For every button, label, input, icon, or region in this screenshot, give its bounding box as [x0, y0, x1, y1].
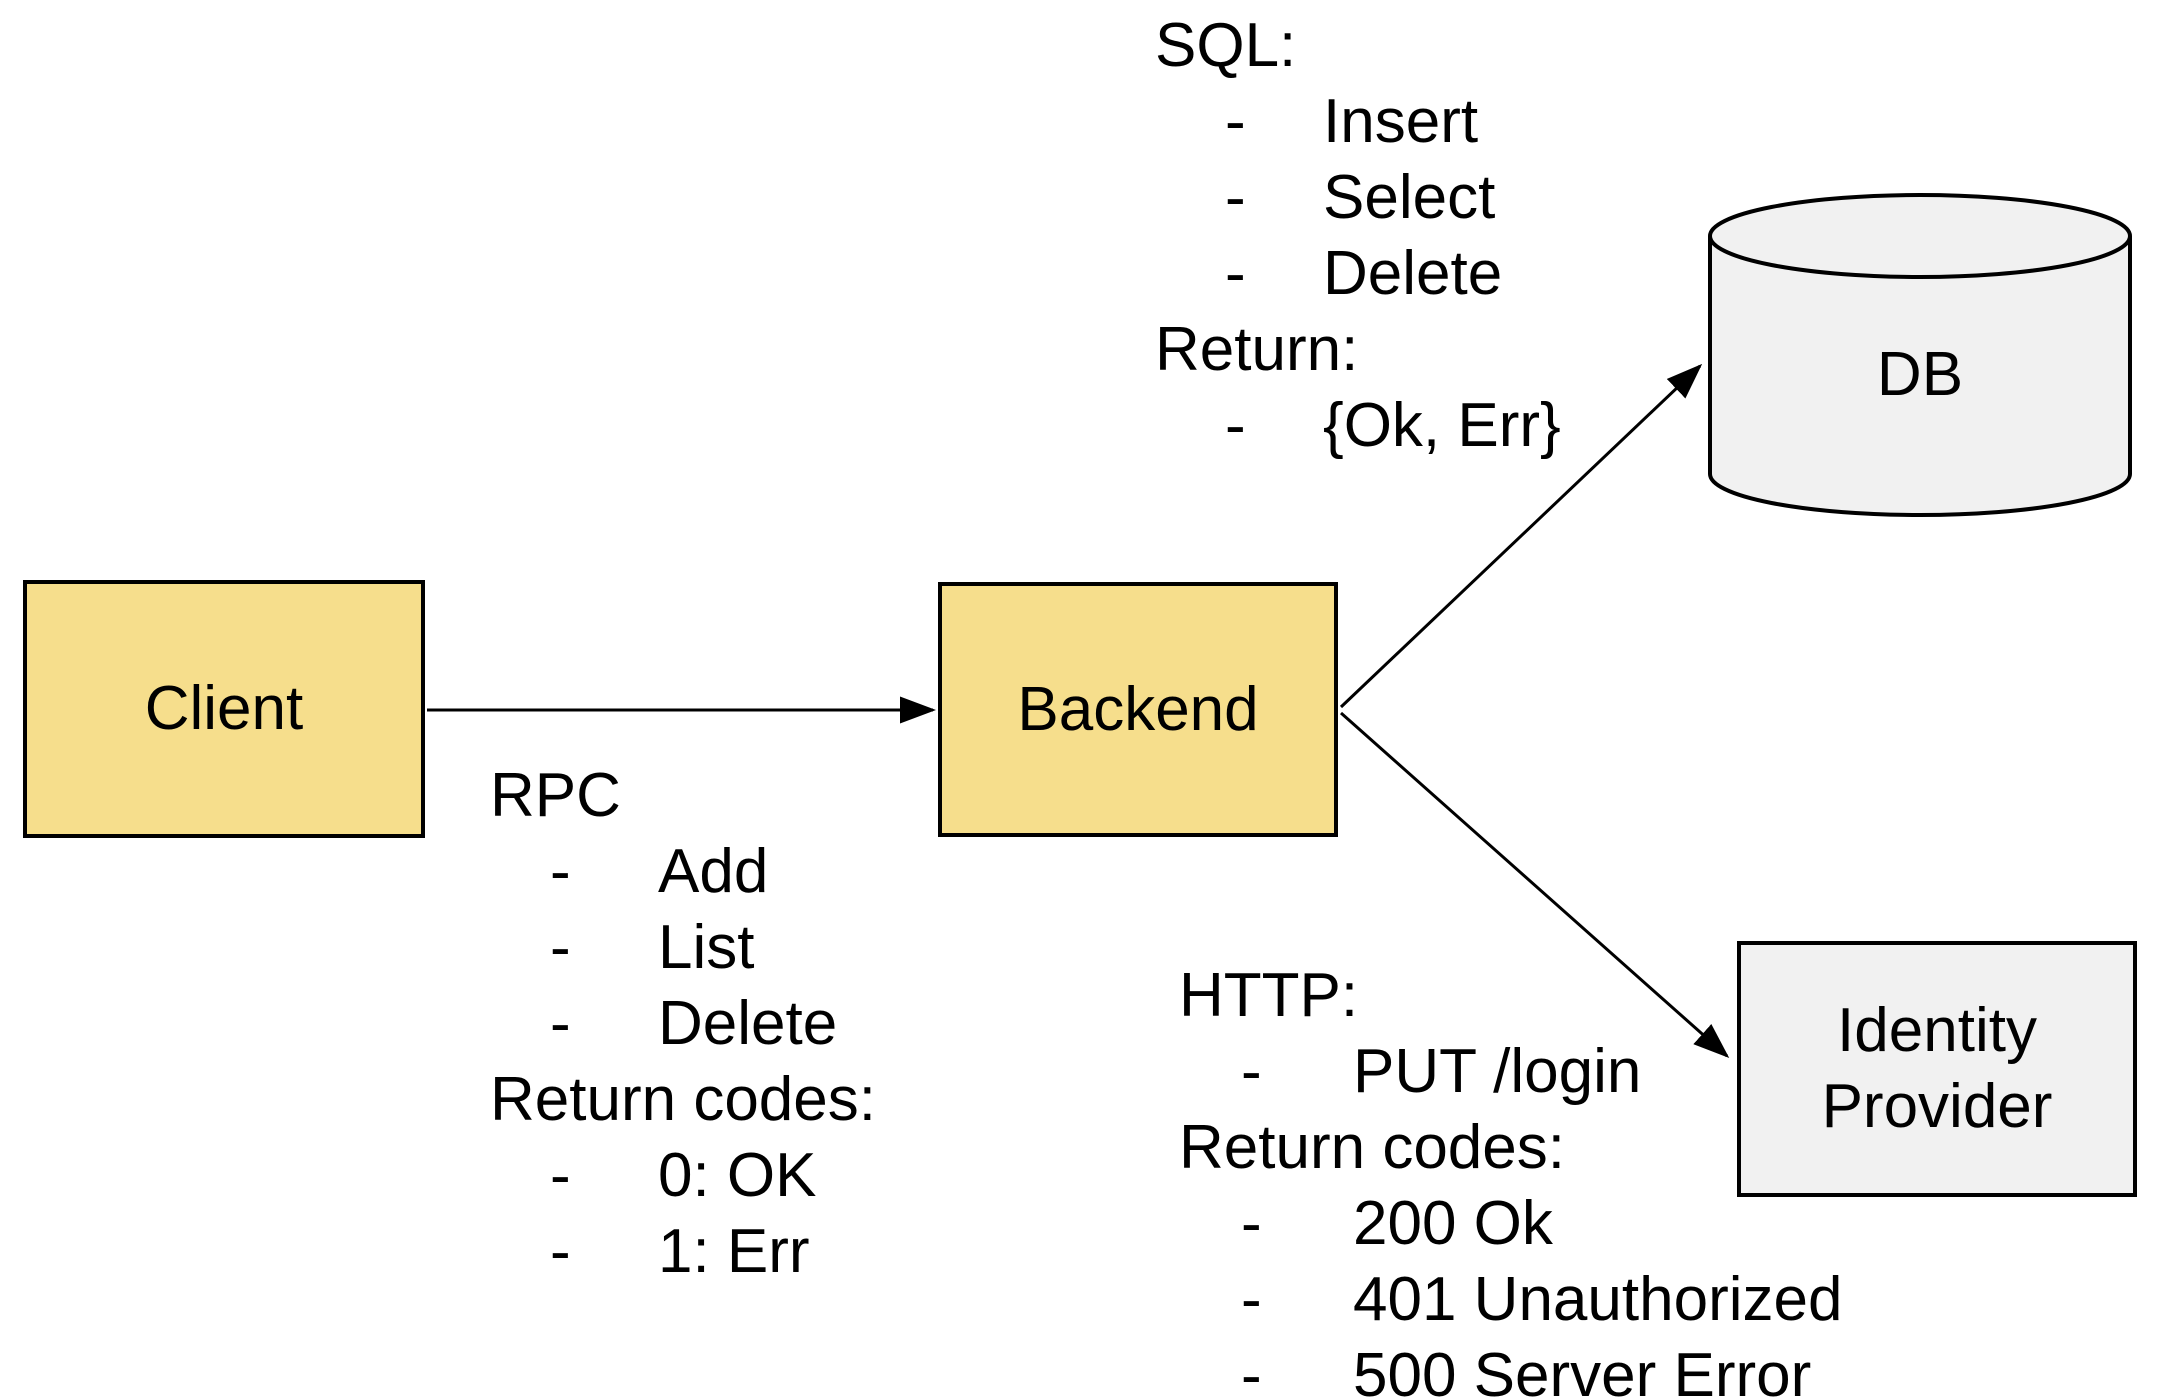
bullet-dash: - [550, 837, 571, 906]
bullet-dash: - [1225, 391, 1246, 460]
node-backend: Backend [938, 582, 1338, 837]
node-db-label: DB [1876, 340, 1964, 409]
bullet-dash: - [550, 1217, 571, 1286]
bullet-dash: - [550, 1141, 571, 1210]
annotation-text: 500 Server Error [1353, 1341, 1812, 1398]
bullet-dash: - [1241, 1341, 1262, 1398]
node-backend-label: Backend [1017, 674, 1259, 744]
bullet-dash: - [1241, 1265, 1262, 1334]
annotation-text: 401 Unauthorized [1353, 1265, 1843, 1334]
bullet-dash: - [1241, 1189, 1262, 1258]
annotation-text: RPC [490, 761, 621, 830]
annotation-text: 1: Err [658, 1217, 810, 1286]
annotation-text: HTTP: [1179, 961, 1359, 1030]
bullet-dash: - [1225, 239, 1246, 308]
edge-backend-idp [1340, 711, 1730, 1058]
annotation-text: List [658, 913, 755, 982]
node-identity-provider-label: Identity Provider [1821, 996, 2053, 1141]
bullet-dash: - [550, 913, 571, 982]
annotation-text: Insert [1323, 87, 1479, 156]
annotation-text: Add [658, 837, 769, 906]
bullet-dash: - [1241, 1037, 1262, 1106]
annotation-text: 0: OK [658, 1141, 817, 1210]
annotation-text: PUT /login [1353, 1037, 1642, 1106]
annotation-text: Delete [1323, 239, 1503, 308]
annotation-text: Select [1323, 163, 1496, 232]
annotation-text: SQL: [1155, 11, 1297, 80]
db-cylinder-top [1708, 193, 2132, 279]
node-identity-provider: Identity Provider [1737, 941, 2137, 1197]
annotation-text: {Ok, Err} [1323, 391, 1561, 460]
node-client: Client [23, 580, 425, 838]
annotation-text: Return codes: [1179, 1113, 1565, 1182]
node-client-label: Client [144, 674, 304, 743]
annotation-text: Return: [1155, 315, 1359, 384]
edge-backend-db [1339, 363, 1703, 709]
annotation-text: Return codes: [490, 1065, 876, 1134]
bullet-dash: - [550, 989, 571, 1058]
annotation-text: Delete [658, 989, 838, 1058]
bullet-dash: - [1225, 87, 1246, 156]
annotation-text: 200 Ok [1353, 1189, 1553, 1258]
db-cylinder-body [1708, 236, 2132, 517]
bullet-dash: - [1225, 163, 1246, 232]
